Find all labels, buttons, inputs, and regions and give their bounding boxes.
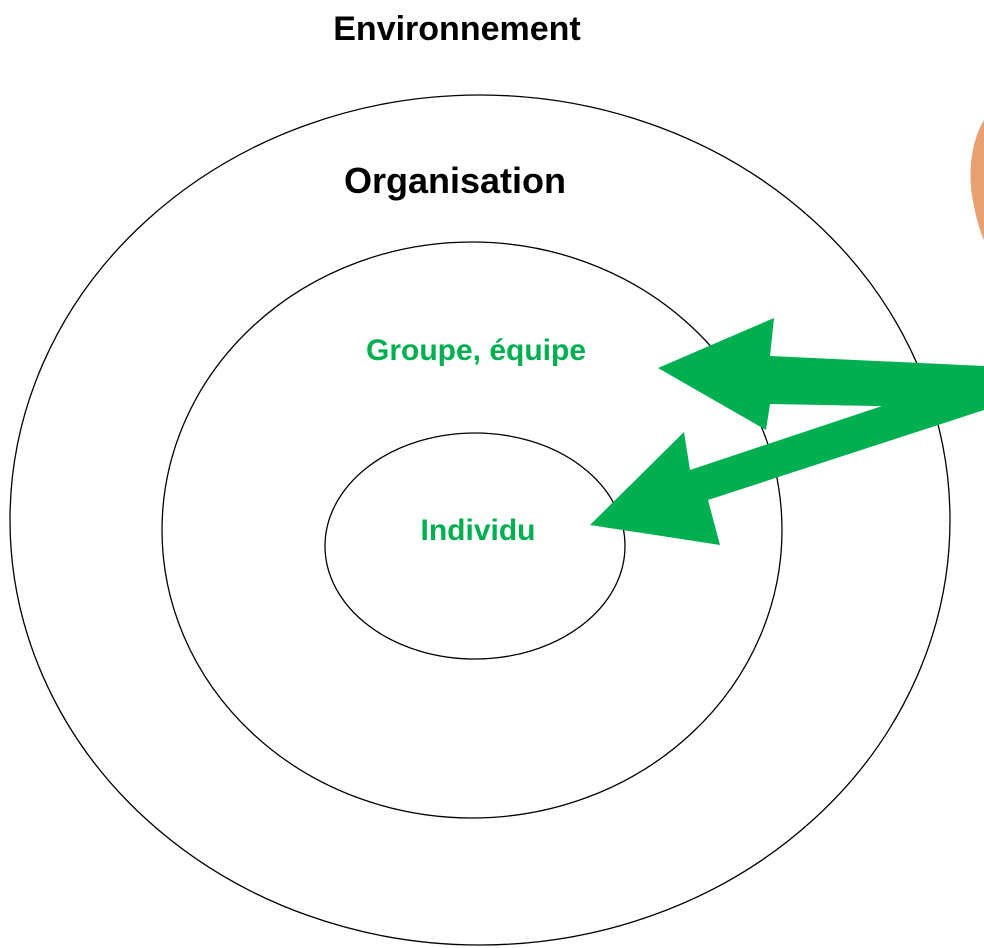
organisation-circle xyxy=(161,241,783,819)
individual-circle xyxy=(324,432,626,660)
organisation-label: Organisation xyxy=(343,160,567,201)
individual-label: Individu xyxy=(420,514,536,547)
arrow-to-individual xyxy=(590,372,984,545)
environment-label: Environnement xyxy=(333,10,581,48)
decorative-peach-shape xyxy=(970,120,984,240)
environment-circle xyxy=(9,94,951,946)
group-label: Groupe, équipe xyxy=(365,334,587,367)
